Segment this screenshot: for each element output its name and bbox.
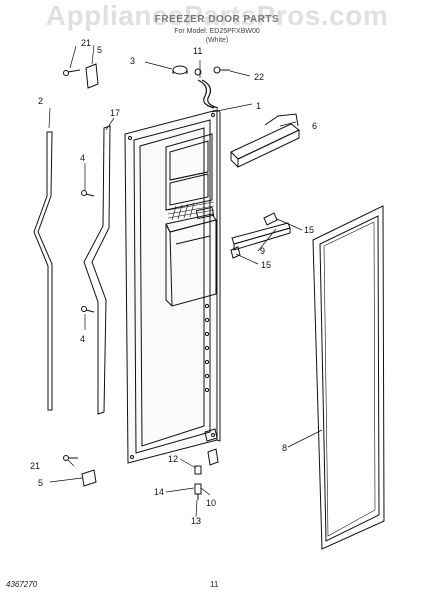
diagram-title: FREEZER DOOR PARTS [154,14,280,25]
callout-numbers: 1 2 3 4 4 5 5 6 8 9 10 11 12 13 14 15 15… [30,38,317,526]
callout-21-upper: 21 [81,38,91,48]
callout-5-lower: 5 [38,478,43,488]
callout-1: 1 [256,101,261,111]
dispenser-housing [165,133,217,307]
watermark: AppliancePartsPros.com [45,0,389,31]
handle-strip [33,131,53,411]
callout-3: 3 [130,56,135,66]
callout-2: 2 [38,96,43,106]
door-shelf [230,113,300,168]
callout-5-upper: 5 [97,45,102,55]
document-number: 4367270 [6,580,38,589]
callout-6: 6 [312,121,317,131]
hinge-parts [194,428,219,500]
color-line: (White) [205,37,229,44]
callout-15-upper: 15 [304,225,314,235]
door-gasket [312,205,385,550]
callout-9: 9 [260,246,265,256]
top-hinge-parts [63,63,230,109]
callout-17: 17 [110,108,120,118]
callout-4-lower: 4 [80,334,85,344]
callout-11: 11 [193,46,202,56]
callout-14: 14 [154,487,164,497]
callout-10: 10 [206,498,216,508]
screws [81,190,95,313]
callout-22: 22 [254,72,264,82]
page-number: 11 [210,580,219,589]
bottom-hinge-parts [63,455,97,487]
callout-12: 12 [168,454,178,464]
door-frame [124,109,221,464]
callout-13: 13 [191,516,201,526]
callout-21-lower: 21 [30,461,40,471]
door-holes [204,303,210,393]
model-line: For Model: ED25PFXBW00 [174,28,260,35]
leader-lines [48,44,323,518]
callout-15-lower: 15 [261,260,271,270]
retainer-bar [230,212,291,259]
callout-8: 8 [282,443,287,453]
callout-4-upper: 4 [80,153,85,163]
trim-strip [83,125,111,415]
